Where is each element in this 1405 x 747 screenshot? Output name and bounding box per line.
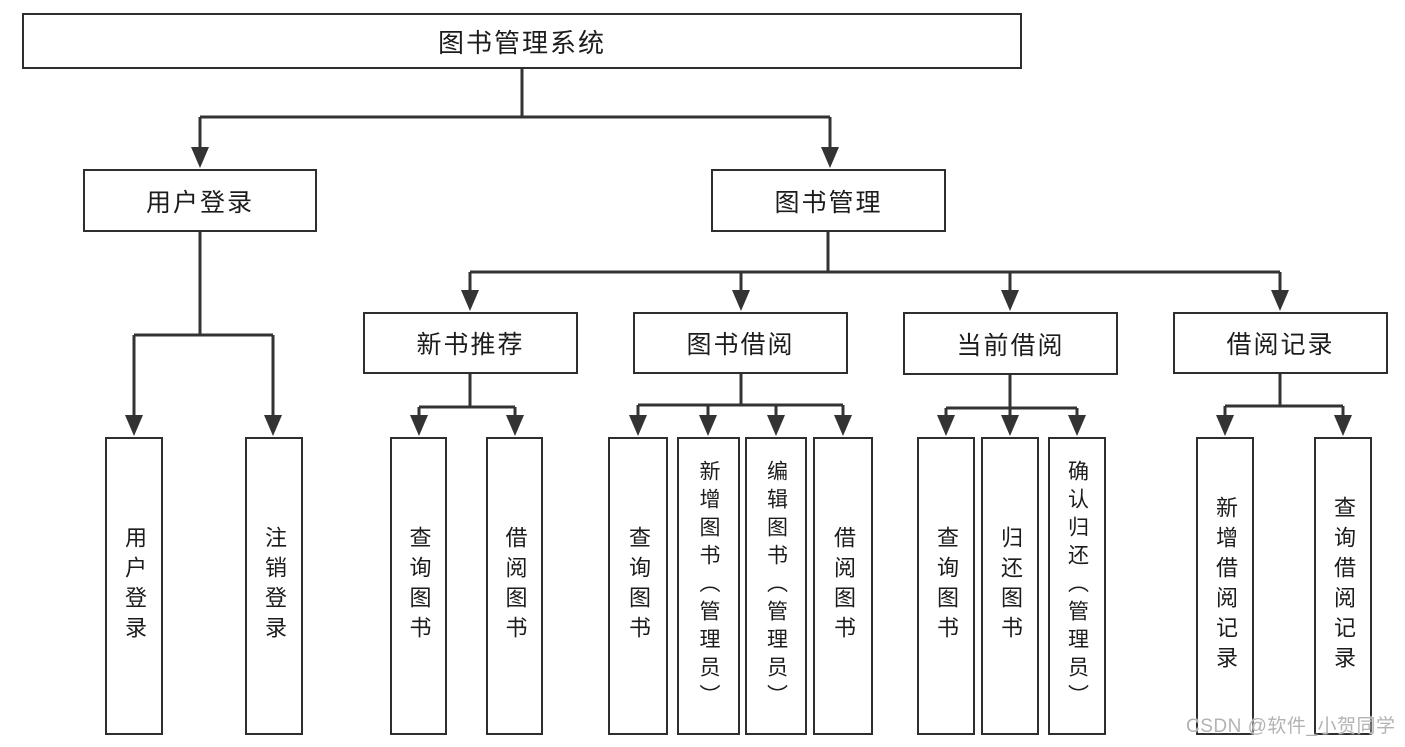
watermark: CSDN @软件_小贺同学: [1186, 716, 1396, 737]
leaf-logout-login: 注销登录: [245, 437, 303, 735]
leaf-query-book-current: 查询图书: [917, 437, 975, 735]
node-current-borrow: 当前借阅: [903, 312, 1118, 375]
leaf-query-borrow-record: 查询借阅记录: [1314, 437, 1372, 735]
node-borrow-record: 借阅记录: [1173, 312, 1388, 374]
node-user-login: 用户登录: [83, 169, 317, 232]
node-new-book-recommend: 新书推荐: [363, 312, 578, 374]
node-book-management: 图书管理: [711, 169, 946, 232]
leaf-confirm-return-admin: 确认归还（管理员）: [1048, 437, 1106, 735]
leaf-borrow-book-borrow: 借阅图书: [813, 437, 873, 735]
leaf-borrow-book-recommend: 借阅图书: [486, 437, 543, 735]
node-book-borrow: 图书借阅: [633, 312, 848, 374]
leaf-query-book-borrow: 查询图书: [608, 437, 668, 735]
leaf-query-book-recommend: 查询图书: [390, 437, 447, 735]
node-library-management-system: 图书管理系统: [22, 13, 1022, 69]
leaf-add-borrow-record: 新增借阅记录: [1196, 437, 1254, 735]
leaf-return-book: 归还图书: [981, 437, 1039, 735]
leaf-edit-book-admin: 编辑图书（管理员）: [745, 437, 807, 735]
leaf-add-book-admin: 新增图书（管理员）: [677, 437, 740, 735]
leaf-user-login: 用户登录: [105, 437, 163, 735]
